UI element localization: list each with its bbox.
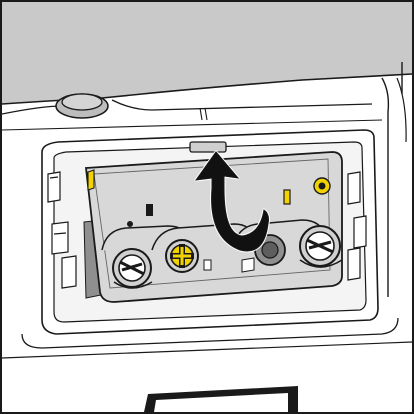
- left-screw: [112, 248, 153, 289]
- projector-top-housing: [2, 2, 412, 105]
- bottom-panel: [144, 386, 298, 412]
- housing-right-edge: [381, 62, 407, 297]
- left-latch-brackets: [47, 171, 77, 289]
- rotate-up-arrow-icon: [194, 150, 270, 253]
- right-screw: [299, 225, 343, 268]
- center-screw: [165, 239, 199, 273]
- cover-plate-details: [127, 189, 291, 271]
- power-button: [55, 93, 109, 119]
- right-latch-brackets: [347, 171, 367, 281]
- top-left-screw-marker: [87, 169, 95, 191]
- housing-surface-lines: [2, 99, 383, 131]
- lower-housing-lines: [2, 317, 412, 359]
- top-right-screw: [313, 177, 331, 195]
